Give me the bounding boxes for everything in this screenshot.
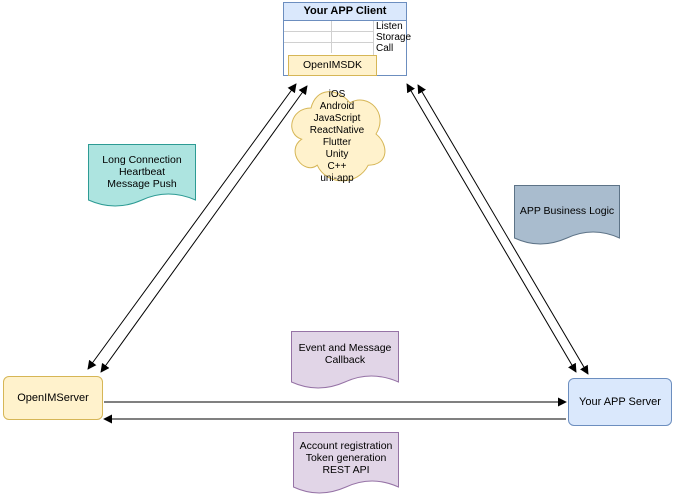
note-shape: [291, 331, 399, 389]
platform-ios: iOS: [328, 89, 346, 100]
client-gridline-h2: [284, 42, 373, 43]
openimsdk-box: OpenIMSDK: [288, 55, 377, 76]
note-line: Token generation: [305, 452, 387, 464]
cloud-platform-list: iOS Android JavaScript ReactNative Flutt…: [284, 89, 390, 185]
platforms-cloud: iOS Android JavaScript ReactNative Flutt…: [284, 82, 390, 186]
note-line: Message Push: [107, 178, 177, 190]
edge-openimserver-client-2: [100, 85, 308, 373]
note-rest-api-text: Account registration Token generation RE…: [293, 440, 399, 476]
note-app-business-logic-text: APP Business Logic: [514, 205, 620, 217]
note-line: Callback: [324, 354, 366, 366]
platform-android: Android: [319, 101, 355, 112]
client-interface-listen: Listen: [376, 21, 403, 32]
note-line: Heartbeat: [118, 166, 166, 178]
platform-flutter: Flutter: [322, 137, 352, 148]
client-interface-storage: Storage: [376, 32, 412, 43]
note-long-connection-text: Long Connection Heartbeat Message Push: [88, 154, 196, 190]
client-box-body: Listen Storage Call OpenIMSDK: [284, 21, 411, 76]
platform-unity: Unity: [325, 149, 349, 160]
note-shape: [293, 432, 399, 494]
client-gridline-h1: [284, 31, 373, 32]
note-event-callback: Event and Message Callback: [291, 331, 399, 393]
platform-reactnative: ReactNative: [309, 125, 365, 136]
your-app-client-box: Your APP Client Listen Storage Call Open…: [283, 2, 411, 76]
client-box-title: Your APP Client: [284, 3, 406, 21]
openimserver-node: OpenIMServer: [3, 376, 103, 420]
note-line: REST API: [322, 464, 370, 476]
openimserver-label: OpenIMServer: [17, 392, 89, 404]
your-app-server-node: Your APP Server: [568, 378, 672, 426]
note-line: Account registration: [299, 440, 393, 452]
client-gridline-v2: [373, 21, 374, 55]
client-interface-call: Call: [376, 43, 394, 54]
platform-uniapp: uni-app: [320, 173, 354, 184]
note-line: Long Connection: [102, 154, 182, 166]
edge-client-appserver-2: [417, 84, 589, 375]
note-line: Event and Message: [298, 342, 392, 354]
your-app-server-label: Your APP Server: [579, 396, 661, 408]
edge-openimserver-client-1: [87, 83, 297, 370]
note-long-connection: Long Connection Heartbeat Message Push: [88, 144, 196, 212]
platform-cpp: C++: [327, 161, 347, 172]
note-app-business-logic: APP Business Logic: [514, 185, 620, 249]
note-event-callback-text: Event and Message Callback: [291, 342, 399, 366]
client-gridline-v1: [331, 21, 332, 53]
note-rest-api: Account registration Token generation RE…: [293, 432, 399, 498]
note-shape: [514, 185, 620, 245]
note-line: APP Business Logic: [519, 205, 615, 217]
platform-javascript: JavaScript: [313, 113, 361, 124]
